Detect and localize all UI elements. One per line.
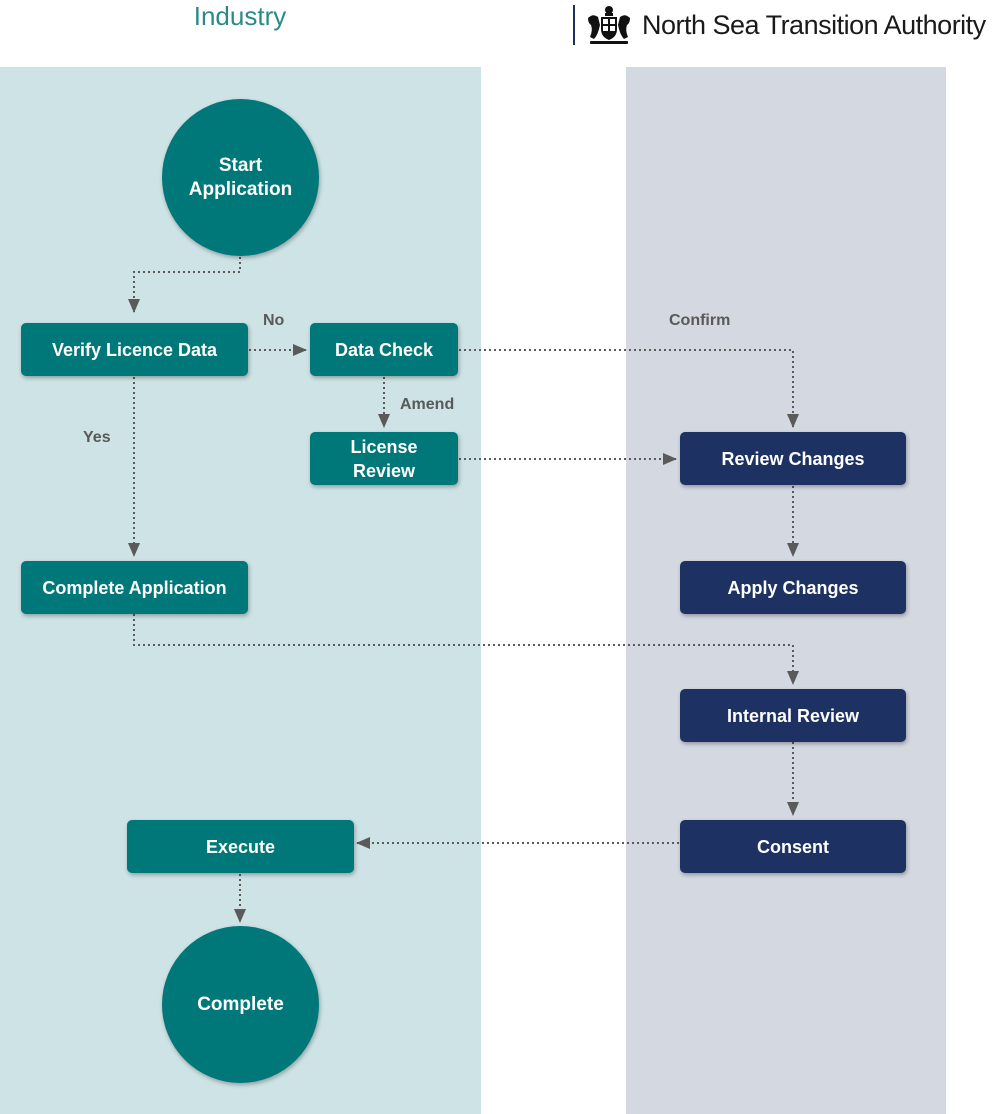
start-application-line-1: Start [218,154,263,176]
verify-licence-data-node: Verify Licence Data [21,323,248,376]
edge-label-amend: Amend [400,396,455,413]
industry-lane-title: Industry [193,1,287,31]
edge-label-no: No [263,312,285,329]
start-application-node: Start Application [162,99,319,256]
data-check-node: Data Check [310,323,458,376]
edge-start-to-verify [128,257,241,313]
review-changes-node: Review Changes [680,432,906,485]
edge-data-check-to-review-changes [459,349,799,428]
header-divider [573,5,575,45]
start-application-line-2: Application [188,178,293,200]
complete-application-node: Complete Application [21,561,248,614]
complete-node: Complete [162,926,319,1083]
edge-label-confirm: Confirm [669,312,731,329]
edge-label-yes: Yes [83,429,111,446]
edge-complete-application-to-internal-review [133,614,799,685]
execute-node: Execute [127,820,354,873]
royal-coat-of-arms-icon [588,6,630,44]
license-review-node: License Review [310,432,458,485]
license-review-line-1: License [350,436,418,457]
license-review-line-2: Review [352,460,416,481]
consent-node: Consent [680,820,906,873]
internal-review-node: Internal Review [680,689,906,742]
organisation-name: North Sea Transition Authority [642,10,986,40]
apply-changes-node: Apply Changes [680,561,906,614]
